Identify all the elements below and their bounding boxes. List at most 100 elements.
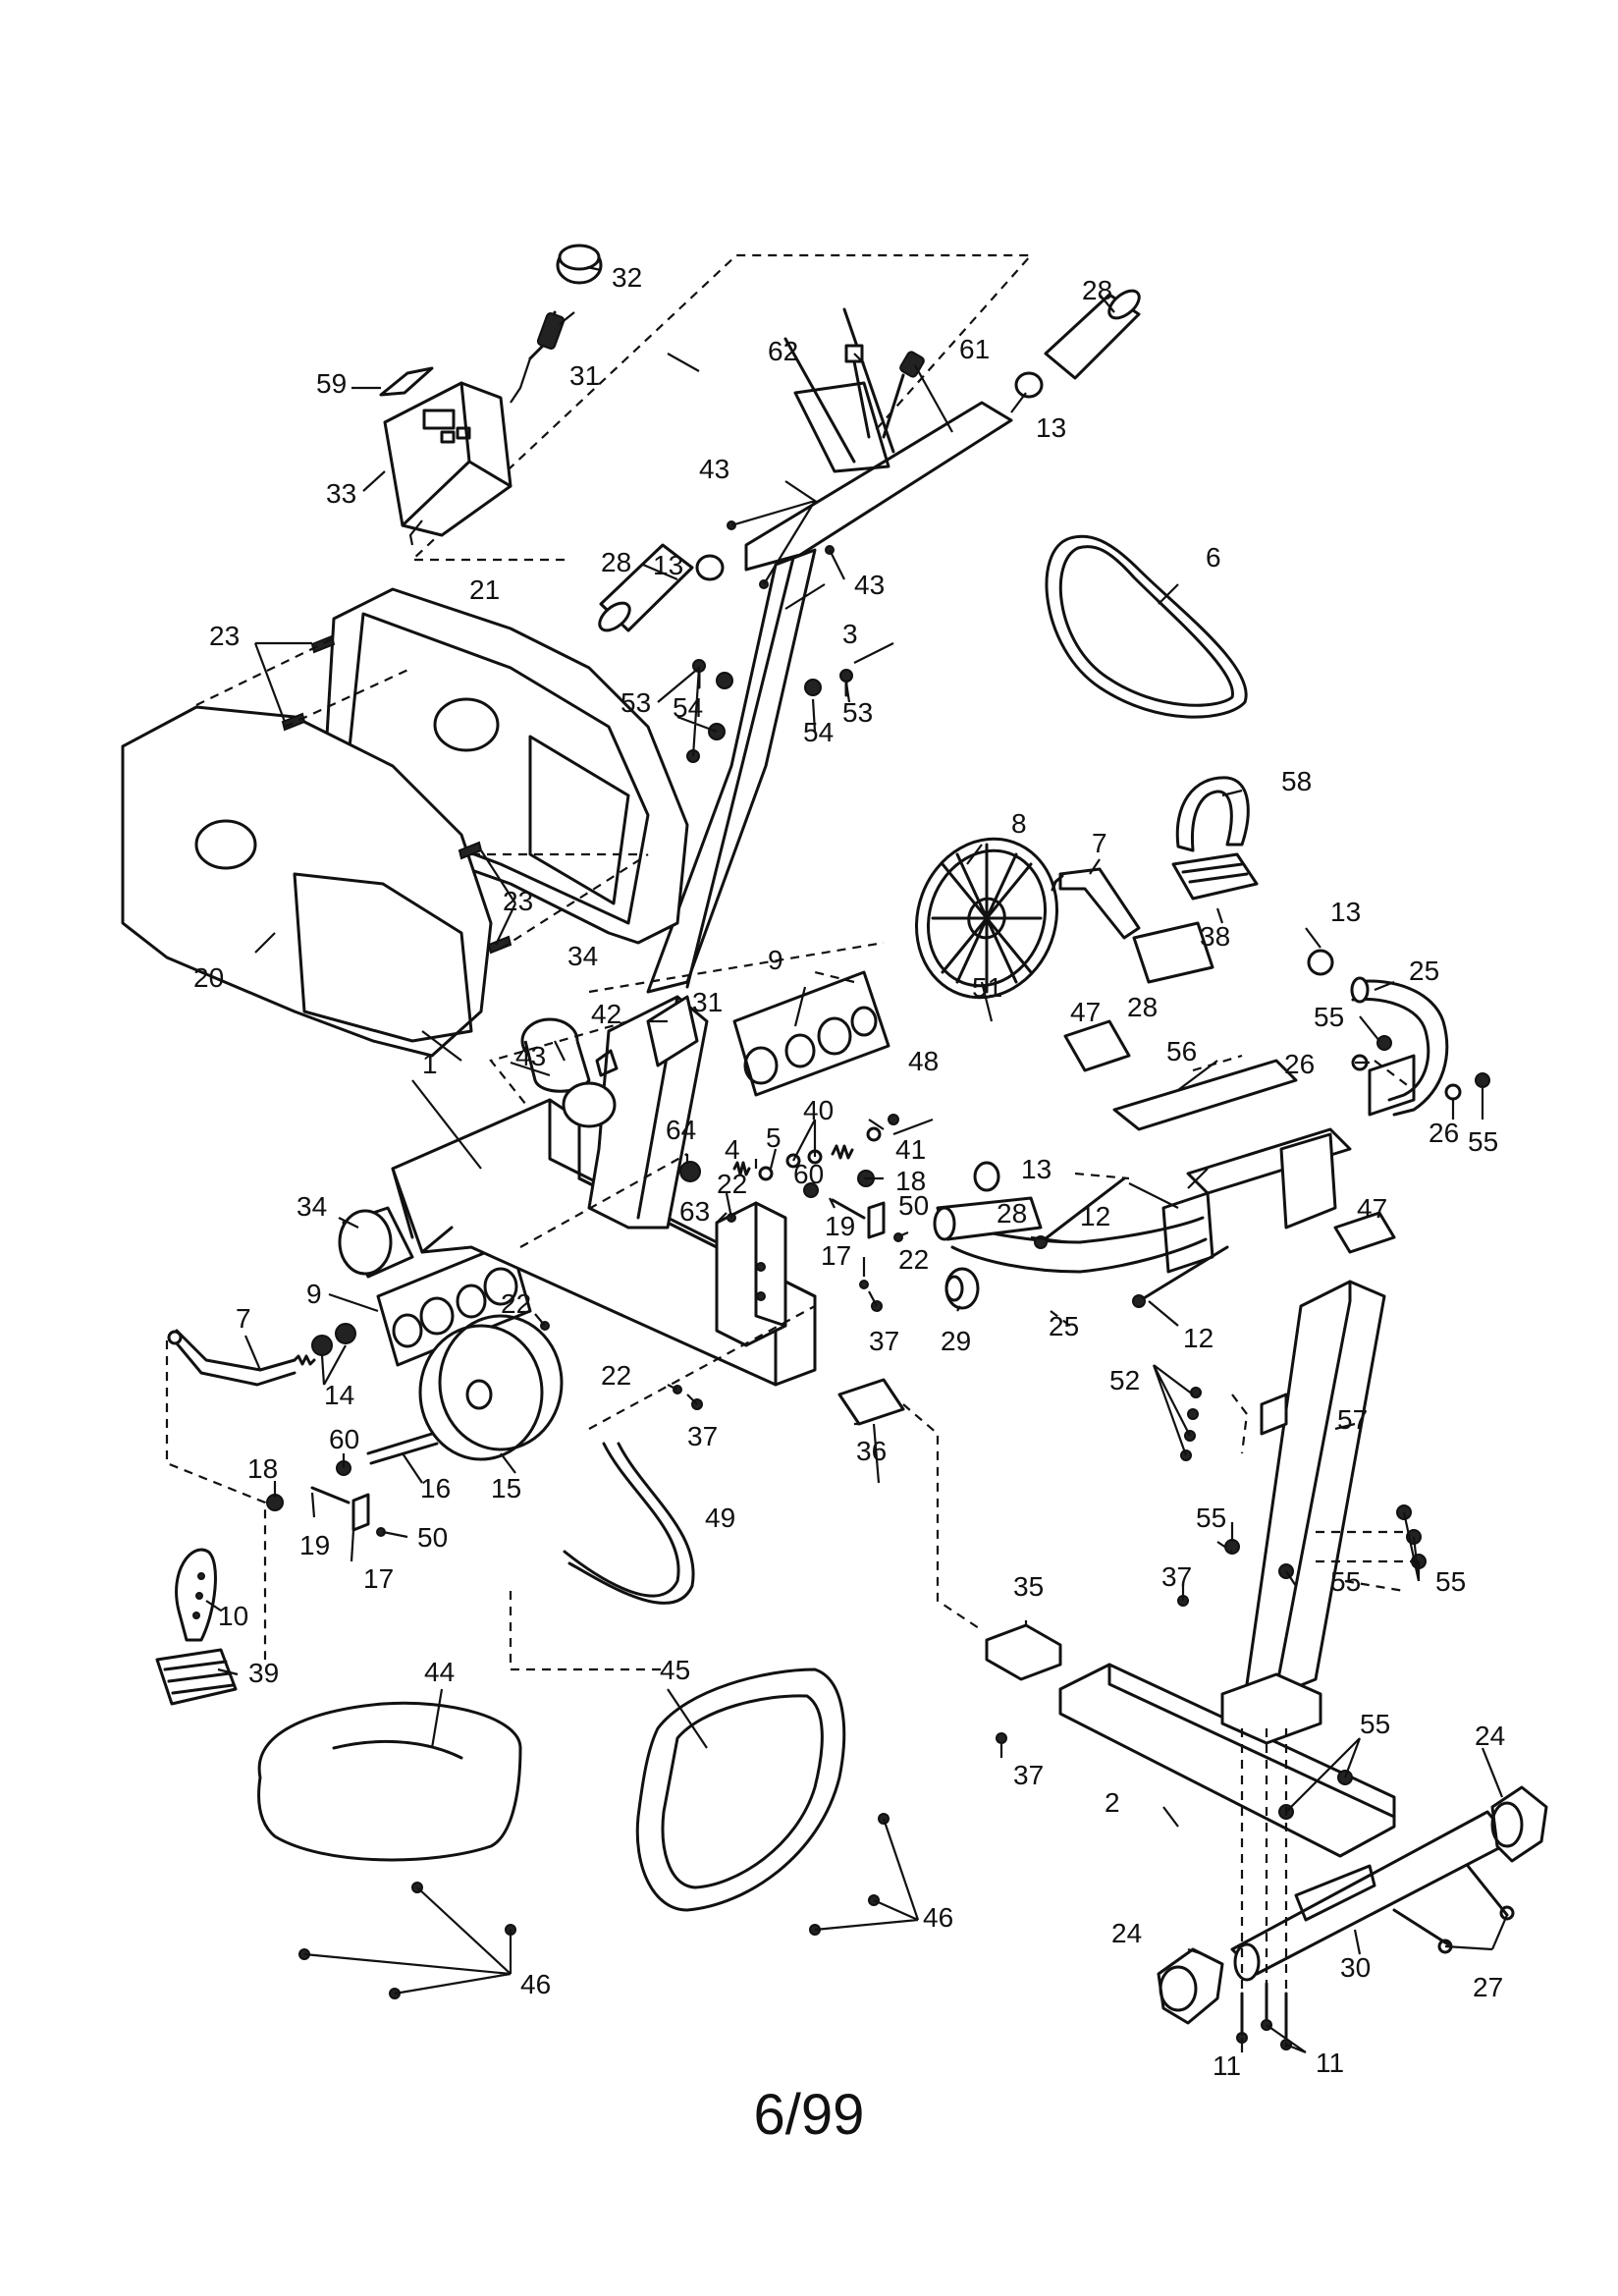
bolt-27-a — [1392, 1908, 1453, 1954]
callout-50b: 50 — [417, 1522, 448, 1553]
callout-48: 48 — [908, 1046, 939, 1076]
callout-9b: 9 — [306, 1279, 322, 1309]
callout-26b: 26 — [1429, 1118, 1459, 1148]
end-cap-24-top — [1490, 1785, 1548, 1863]
callout-29: 29 — [941, 1326, 971, 1356]
callout-7a: 7 — [1092, 828, 1107, 858]
cap-47-a — [1063, 1019, 1131, 1072]
fan-flywheel-8 — [914, 837, 1059, 1000]
callout-60a: 60 — [793, 1159, 824, 1189]
callout-55d: 55 — [1330, 1566, 1361, 1597]
callout-52: 52 — [1109, 1365, 1140, 1395]
callout-55e: 55 — [1435, 1566, 1466, 1597]
callout-49: 49 — [705, 1503, 735, 1533]
handle-grip-28-top-right — [1044, 289, 1141, 380]
callout-44: 44 — [424, 1657, 455, 1687]
callout-50a: 50 — [898, 1190, 929, 1221]
callout-34b: 34 — [297, 1191, 327, 1222]
sleeve-34-bottom — [338, 1206, 414, 1279]
bracket-63 — [715, 1201, 787, 1347]
callout-38: 38 — [1200, 921, 1230, 952]
callout-2: 2 — [1105, 1787, 1120, 1818]
crank-arm-7-left — [167, 1329, 316, 1387]
callout-27: 27 — [1473, 1972, 1503, 2002]
callout-18b: 18 — [247, 1453, 278, 1484]
callout-64: 64 — [666, 1115, 696, 1145]
callout-12a: 12 — [1080, 1201, 1110, 1231]
bolt-12-b — [1132, 1245, 1229, 1308]
magnet-64 — [679, 1161, 701, 1182]
callout-8: 8 — [1011, 808, 1027, 839]
callout-55b: 55 — [1468, 1126, 1498, 1157]
callout-30: 30 — [1340, 1952, 1371, 1983]
callout-33: 33 — [326, 478, 356, 509]
end-cap-13-lower — [973, 1161, 1000, 1192]
callout-37d: 37 — [1013, 1760, 1044, 1790]
callout-28d: 28 — [997, 1198, 1027, 1229]
callout-53a: 53 — [620, 687, 651, 718]
reed-switch-31 — [646, 995, 699, 1067]
callout-22d: 22 — [601, 1360, 631, 1391]
callout-54b: 54 — [803, 717, 834, 747]
callout-13c: 13 — [1330, 897, 1361, 927]
callout-37c: 37 — [1161, 1561, 1192, 1592]
pedal-strap-10 — [175, 1548, 217, 1642]
hardware-group-lower — [266, 1460, 386, 1537]
shield-20 — [121, 705, 493, 1058]
nut-54-right — [804, 679, 822, 696]
callout-20: 20 — [193, 962, 224, 993]
callout-5: 5 — [766, 1122, 782, 1153]
callout-55c: 55 — [1196, 1503, 1226, 1533]
callout-21: 21 — [469, 574, 500, 605]
callout-23b: 23 — [503, 886, 533, 916]
callout-31b: 31 — [692, 987, 723, 1017]
callout-28b: 28 — [601, 547, 631, 577]
callout-53b: 53 — [842, 697, 873, 728]
callout-54a: 54 — [673, 692, 703, 723]
callout-32: 32 — [612, 262, 642, 293]
callout-18a: 18 — [895, 1166, 926, 1196]
callout-46b: 46 — [923, 1902, 953, 1933]
callout-34a: 34 — [567, 941, 598, 971]
callout-55f: 55 — [1360, 1709, 1390, 1739]
leader-lines — [205, 265, 1509, 2054]
callout-7b: 7 — [236, 1303, 251, 1334]
end-cap-24-bottom — [1157, 1947, 1224, 2025]
pulley-15 — [418, 1314, 564, 1461]
callout-11a: 11 — [1213, 2050, 1241, 2081]
alignment-lines — [165, 941, 1419, 2048]
tension-knob-32 — [556, 244, 603, 285]
callout-51: 51 — [972, 972, 1002, 1003]
callout-13b: 13 — [653, 550, 683, 580]
callout-42: 42 — [591, 999, 621, 1029]
callout-56: 56 — [1166, 1036, 1197, 1066]
end-cap-13-top — [1014, 371, 1044, 399]
page-number: 6/99 — [753, 2083, 865, 2147]
callout-22b: 22 — [898, 1244, 929, 1275]
crank-arm-7-right — [1051, 867, 1141, 940]
callout-23a: 23 — [209, 621, 240, 651]
seat-post-57 — [1220, 1280, 1386, 1745]
bolt-27-b — [1466, 1864, 1515, 1921]
callout-13a: 13 — [1036, 412, 1066, 443]
pedal-strap-58 — [1175, 776, 1250, 852]
callout-26a: 26 — [1284, 1049, 1315, 1079]
tension-control-31 — [510, 310, 566, 404]
callout-62: 62 — [768, 336, 798, 366]
bracket-35 — [985, 1623, 1062, 1681]
nut-14 — [311, 1323, 356, 1356]
callout-3: 3 — [842, 619, 858, 649]
callout-19a: 19 — [825, 1211, 855, 1241]
callout-11b: 11 — [1316, 2048, 1344, 2078]
rear-stabilizer-2 — [1058, 1663, 1396, 1858]
console-group-outline — [409, 253, 1034, 562]
screw-22-c — [859, 1280, 869, 1289]
callout-55a: 55 — [1314, 1002, 1344, 1032]
callout-28c: 28 — [1127, 992, 1158, 1022]
callout-57: 57 — [1337, 1404, 1368, 1435]
callout-13d: 13 — [1021, 1154, 1052, 1184]
callout-43c: 43 — [515, 1041, 546, 1071]
callout-28a: 28 — [1082, 275, 1112, 305]
console-decal-59 — [379, 366, 434, 397]
